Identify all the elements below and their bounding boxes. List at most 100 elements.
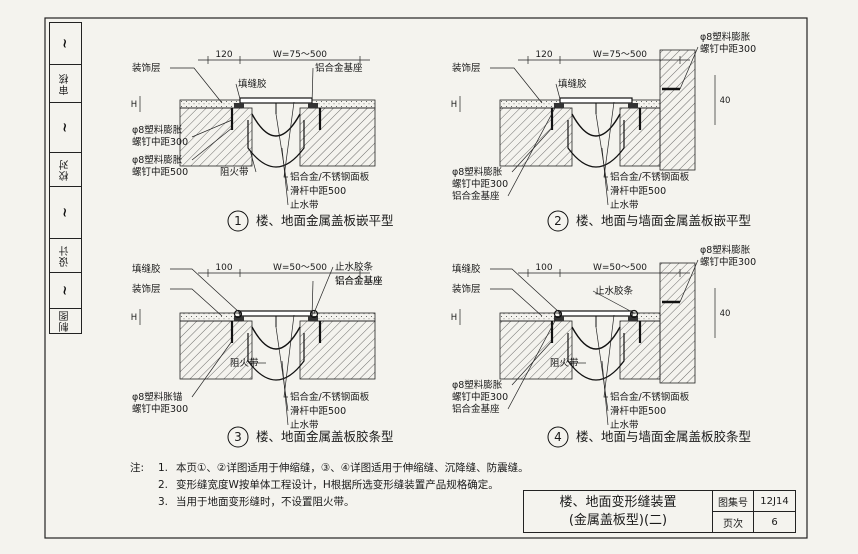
label-slide: 滑杆中距500: [610, 185, 666, 197]
sheet-frame: [44, 17, 808, 539]
leader-line: [507, 105, 557, 197]
label-slide: 滑杆中距500: [610, 405, 666, 417]
concrete-slab-right: [299, 320, 376, 380]
leader-line: [311, 280, 314, 318]
leader-line: [170, 268, 241, 314]
label-water: 止水带: [610, 419, 639, 431]
leader-line: [235, 83, 241, 100]
label-anchor-top: φ8塑料膨胀: [132, 124, 183, 136]
leader-line: [281, 147, 289, 206]
fire-belt: [567, 120, 625, 168]
dimension-width: W=75～500: [593, 50, 647, 60]
atlas-key: 图集号: [713, 491, 754, 511]
leader-line: [679, 259, 699, 303]
decor-layer-left: [179, 99, 243, 109]
strip-design: 设计: [50, 239, 81, 273]
leader-line: [592, 290, 635, 314]
label-decor-layer: 装饰层: [132, 62, 161, 74]
label-fire-belt: 阻火带: [550, 358, 579, 369]
concrete-slab-left: [499, 320, 573, 380]
notes: 注:1.本页①、②详图适用于伸缩缝，③、④详图适用于伸缩缝、沉降缝、防震缝。 2…: [130, 460, 530, 511]
detail-caption: 楼、地面金属盖板嵌平型: [256, 213, 394, 228]
dimension-side: 40: [720, 309, 731, 319]
leader-line: [679, 46, 699, 90]
detail-number-circle: [547, 426, 569, 448]
leader-line: [603, 314, 615, 398]
page-key: 页次: [713, 512, 754, 532]
atlas-number: 12J14: [760, 495, 789, 507]
cover-plate: [239, 97, 313, 104]
label-base: 铝合金基座: [452, 403, 500, 415]
label-anchor-low: φ8塑料胀锚: [132, 391, 183, 403]
concrete-wall: [659, 262, 696, 384]
leader-line: [603, 101, 615, 178]
label-water: 止水带: [290, 199, 319, 211]
label-anchor-low: φ8塑料膨胀: [452, 166, 503, 178]
dimension-side: 40: [720, 96, 731, 106]
note-item: 注:1.本页①、②详图适用于伸缩缝，③、④详图适用于伸缩缝、沉降缝、防震缝。: [130, 460, 530, 477]
rubber-strip-left: [553, 309, 563, 319]
h-dimension-label: H: [131, 100, 137, 110]
leader-line: [601, 360, 609, 426]
leader-line: [601, 147, 609, 206]
label-water: 止水带: [610, 199, 639, 211]
label-base: 铝合金基座: [315, 62, 363, 74]
dimension-width: W=50～500: [593, 263, 647, 273]
h-dimension-label: H: [451, 313, 457, 323]
base-profile-left: [234, 316, 244, 321]
page-number: 6: [771, 516, 778, 528]
leader-line: [249, 149, 257, 173]
leader-line: [275, 326, 289, 412]
label-decor-layer: 装饰层: [132, 283, 161, 295]
label-strip: 止水胶条: [335, 261, 374, 273]
label-anchor-low-spacing: 螺钉中距300: [132, 403, 188, 415]
label-anchor-low-spacing: 螺钉中距300: [452, 178, 508, 190]
dimension-left: 120: [215, 50, 232, 60]
title-block: 楼、地面变形缝装置 (金属盖板型)(二) 图集号 12J14 页次 6: [523, 490, 796, 533]
decor-layer-left: [499, 99, 563, 109]
label-anchor-low-spacing: 螺钉中距300: [452, 391, 508, 403]
leader-line: [275, 113, 289, 192]
handwritten-signature: ~: [58, 38, 73, 49]
drawing-title-line1: 楼、地面变形缝装置: [559, 494, 677, 510]
detail-number: 2: [554, 214, 562, 228]
detail-number: 3: [234, 430, 242, 444]
leader-line: [511, 127, 553, 173]
note-item: 2.变形缝宽度W按单体工程设计，H根据所选变形缝装置产品规格确定。: [158, 479, 499, 491]
label-slide: 滑杆中距500: [290, 405, 346, 417]
page-row: 页次 6: [713, 512, 795, 532]
notes-label: 注:: [130, 462, 145, 474]
strip-review-label: 审核: [60, 72, 71, 95]
atlas-row: 图集号 12J14: [713, 491, 795, 512]
strip-signature-3: ~: [50, 187, 81, 239]
leader-line: [283, 314, 295, 398]
label-water: 止水带: [290, 419, 319, 431]
strip-signature-1: ~: [50, 23, 81, 65]
base-profile-left: [234, 103, 244, 108]
leader-line: [281, 360, 289, 426]
label-filler: 填缝胶: [238, 78, 267, 90]
rubber-strip-right: [629, 309, 639, 319]
label-wall-anchor: φ8塑料膨胀: [700, 31, 751, 43]
water-stop: [571, 326, 621, 350]
leader-line: [283, 101, 295, 178]
label-strip: 止水胶条: [595, 285, 634, 297]
cover-plate: [239, 310, 313, 317]
detail-number: 4: [554, 430, 562, 444]
label-plate: 铝合金/不锈钢面板: [610, 171, 690, 183]
concrete-slab-left: [179, 107, 253, 167]
drawing-title-line2: (金属盖板型)(二): [568, 512, 668, 528]
label-anchor-low-spacing: 螺钉中距500: [132, 166, 188, 178]
leader-line: [311, 67, 314, 105]
leader-line: [191, 119, 233, 138]
label-plate: 铝合金/不锈钢面板: [610, 391, 690, 403]
label-wall-anchor-spacing: 螺钉中距300: [700, 256, 756, 268]
rubber-strip-right: [309, 309, 319, 319]
base-profile-right: [308, 103, 318, 108]
title-block-meta: 图集号 12J14 页次 6: [713, 491, 795, 532]
base-profile-left: [554, 103, 564, 108]
detail-caption: 楼、地面金属盖板胶条型: [256, 429, 394, 444]
